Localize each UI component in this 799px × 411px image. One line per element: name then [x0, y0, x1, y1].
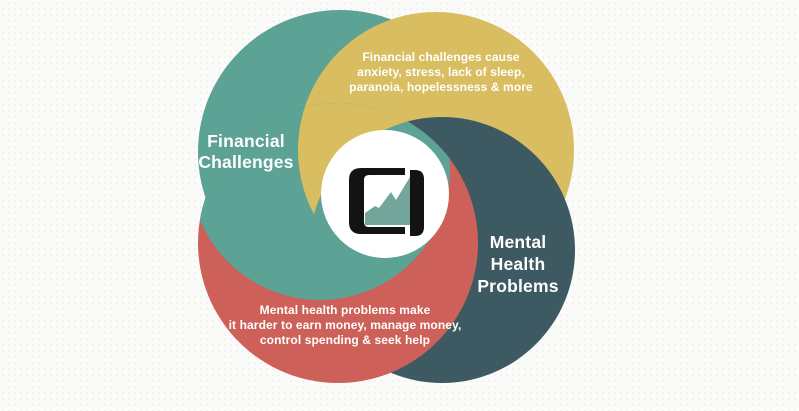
label-line: Mental	[489, 232, 547, 252]
label-line: Challenges	[198, 152, 294, 172]
label-financial-challenges: Financial Challenges	[146, 131, 346, 173]
label-line: Health	[490, 254, 546, 274]
rising-area-chart-shape	[365, 177, 410, 225]
text-line: paranoia, hopelessness & more	[349, 80, 533, 94]
text-financial-impact: Financial challenges cause anxiety, stre…	[316, 50, 566, 95]
text-line: it harder to earn money, manage money,	[228, 318, 462, 332]
text-line: Mental health problems make	[259, 303, 431, 317]
label-line: Financial	[207, 131, 285, 151]
area-chart-icon	[349, 168, 424, 236]
text-line: Financial challenges cause	[362, 50, 520, 64]
text-mental-impact: Mental health problems make it harder to…	[220, 303, 470, 348]
chart-frame-left-bracket	[349, 168, 405, 234]
chart-frame-right-bar	[410, 170, 424, 236]
label-line: Problems	[477, 276, 559, 296]
label-mental-health-problems: Mental Health Problems	[443, 231, 593, 297]
text-line: anxiety, stress, lack of sleep,	[357, 65, 525, 79]
text-line: control spending & seek help	[259, 333, 431, 347]
